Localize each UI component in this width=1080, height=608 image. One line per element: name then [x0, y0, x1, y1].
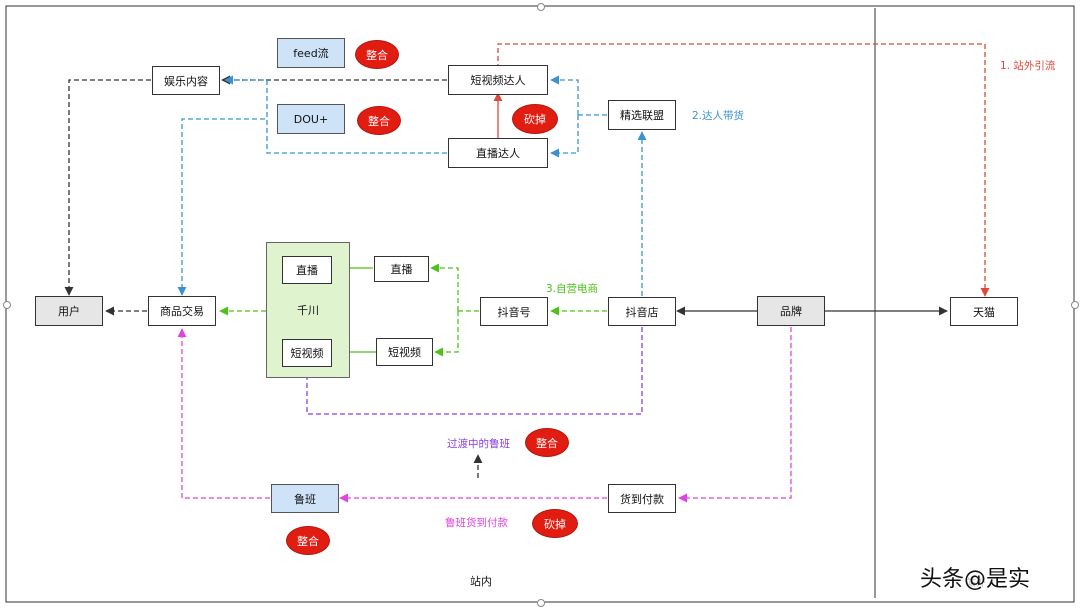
node-qc-live[interactable]: 直播 [282, 256, 332, 284]
edge-account-to-short [434, 311, 459, 357]
label-luban-transition: 过渡中的鲁班 [447, 438, 510, 450]
node-live[interactable]: 直播 [374, 256, 429, 282]
node-cod[interactable]: 货到付款 [608, 484, 676, 513]
node-trade[interactable]: 商品交易 [148, 296, 216, 326]
edge-live-to-entertainment [224, 75, 447, 154]
node-live-talent[interactable]: 直播达人 [448, 138, 548, 168]
badge-merge-feed: 整合 [355, 40, 399, 69]
label-luban-cod: 鲁班货到付款 [445, 517, 508, 529]
frame-handle-left[interactable] [3, 301, 11, 309]
node-qc-short[interactable]: 短视频 [282, 339, 332, 367]
edge-jingxuan-to-live [550, 115, 579, 158]
badge-merge-transition: 整合 [525, 428, 569, 457]
edge-dou-to-trade [177, 118, 265, 296]
node-dou[interactable]: DOU+ [277, 104, 345, 134]
edge-brand-to-cod [678, 327, 792, 503]
label-onsite: 站内 [470, 575, 492, 588]
node-brand[interactable]: 品牌 [757, 296, 825, 326]
node-user[interactable]: 用户 [35, 296, 103, 326]
node-entertainment[interactable]: 娱乐内容 [152, 66, 220, 95]
label-offsite-faded: 站外 [966, 578, 986, 589]
edge-entertainment-to-user [64, 79, 151, 296]
edge-luban-to-trade [177, 328, 270, 499]
badge-merge-luban: 整合 [286, 526, 330, 555]
qianchuan-label: 千川 [297, 304, 319, 317]
label-talent-sales: 2.达人带货 [692, 110, 745, 122]
node-jingxuan[interactable]: 精选联盟 [608, 100, 676, 130]
badge-cut-live: 砍掉 [512, 104, 558, 134]
frame-handle-right[interactable] [1071, 301, 1079, 309]
label-offsite-traffic: 1. 站外引流 [1000, 60, 1056, 72]
frame-handle-top[interactable] [537, 3, 545, 11]
node-short-video-talent[interactable]: 短视频达人 [448, 65, 548, 95]
watermark-text: 头条@是实 [920, 567, 1031, 592]
label-self-ecommerce: 3.自营电商 [546, 283, 599, 295]
node-short[interactable]: 短视频 [376, 338, 433, 366]
edge-offsite-to-tmall [497, 43, 990, 297]
node-feed[interactable]: feed流 [277, 38, 345, 68]
node-luban[interactable]: 鲁班 [271, 484, 339, 513]
edge-account-to-live [430, 263, 459, 311]
edge-store-to-qc-short [302, 327, 643, 415]
node-douyin-store[interactable]: 抖音店 [608, 297, 676, 326]
edge-jingxuan-to-shortvideo [550, 75, 579, 115]
badge-merge-dou: 整合 [357, 106, 401, 135]
node-tmall[interactable]: 天猫 [950, 297, 1018, 326]
badge-cut-cod: 砍掉 [532, 509, 578, 538]
frame-handle-bottom[interactable] [537, 599, 545, 607]
node-douyin-account[interactable]: 抖音号 [480, 297, 548, 326]
